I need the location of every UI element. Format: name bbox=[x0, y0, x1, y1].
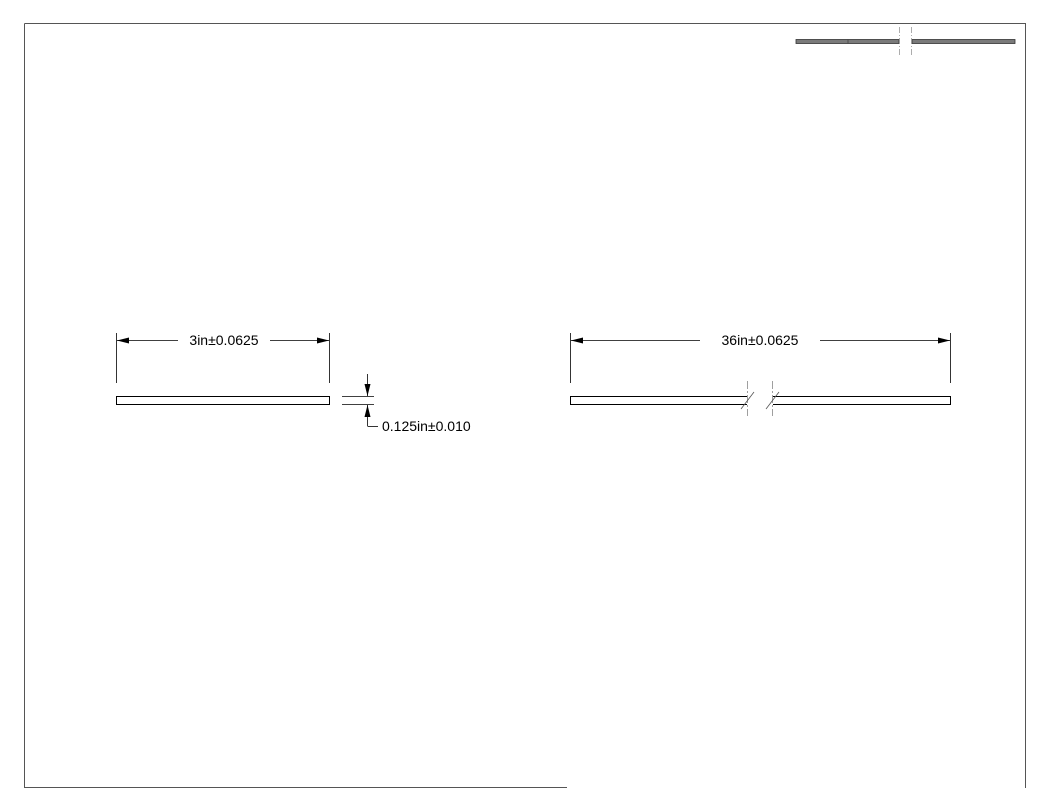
length-dimension-text: 36in±0.0625 bbox=[722, 332, 799, 348]
thickness-dimension bbox=[342, 374, 378, 427]
thumbnail-bar-right bbox=[911, 39, 1016, 44]
strip-short-view bbox=[116, 396, 330, 405]
break-slash-right bbox=[765, 391, 780, 410]
break-slash-left bbox=[740, 391, 755, 410]
thickness-dimension-text: 0.125in±0.010 bbox=[382, 418, 471, 434]
strip-right-segment bbox=[773, 396, 951, 405]
width-dimension bbox=[116, 333, 330, 383]
isometric-thumbnail bbox=[795, 27, 1016, 56]
strip-long-view bbox=[570, 396, 951, 405]
left-view: 3in±0.0625 0.125in±0.010 bbox=[116, 332, 471, 434]
length-dimension bbox=[570, 333, 951, 383]
break-lines bbox=[740, 381, 780, 416]
width-dimension-text: 3in±0.0625 bbox=[189, 332, 258, 348]
sheet-border bbox=[24, 23, 1026, 788]
thumbnail-bar-left bbox=[795, 39, 900, 44]
right-view: 36in±0.0625 bbox=[570, 332, 951, 416]
strip-left-segment bbox=[570, 396, 747, 405]
